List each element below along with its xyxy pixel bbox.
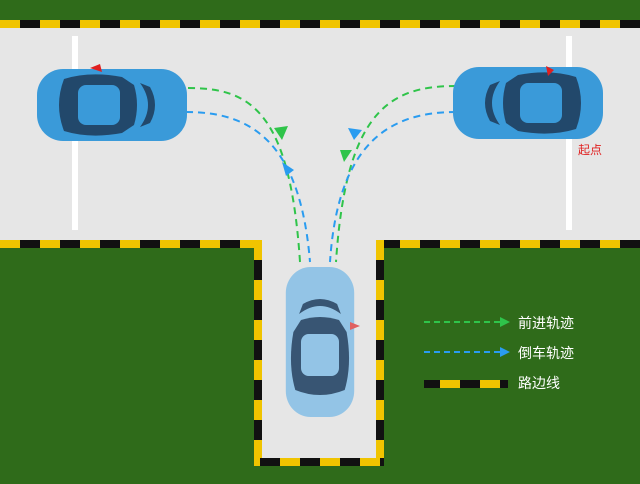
car-left-start xyxy=(37,69,187,141)
curb-top xyxy=(0,20,640,28)
car-parked-target xyxy=(285,267,355,417)
car-right-start xyxy=(453,67,603,139)
legend-label-forward: 前进轨迹 xyxy=(518,316,574,332)
reverse-arrowhead-right xyxy=(348,128,362,140)
start-marker-right xyxy=(546,66,554,76)
legend-label-reverse: 倒车轨迹 xyxy=(518,346,574,362)
reverse-path-left xyxy=(185,111,311,263)
start-label: 起点 xyxy=(578,143,603,157)
forward-arrowhead-right xyxy=(340,150,352,162)
reverse-arrowhead-left xyxy=(282,162,294,176)
curb-slot-bottom xyxy=(254,458,384,466)
forward-path-left xyxy=(187,87,301,263)
reverse-path-right xyxy=(329,111,457,263)
curb-slot-right xyxy=(376,240,384,458)
target-marker xyxy=(350,322,360,330)
legend-forward-arrow xyxy=(500,317,510,327)
legend-curb-sample xyxy=(424,380,508,388)
grass-top-strip xyxy=(0,0,640,22)
legend-reverse-arrow xyxy=(500,347,510,357)
legend-label-curb: 路边线 xyxy=(518,376,560,392)
curb-lower-right xyxy=(376,240,640,248)
forward-arrowhead-left xyxy=(274,126,288,140)
curb-slot-left xyxy=(254,240,262,458)
start-marker-left xyxy=(90,64,102,72)
curb-lower-left xyxy=(0,240,262,248)
forward-path-right xyxy=(335,85,457,263)
